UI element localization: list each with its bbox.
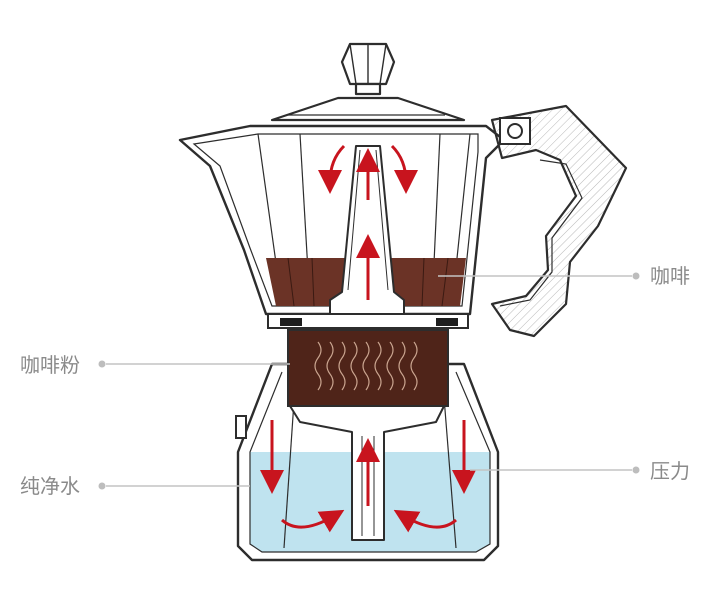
handle-hinge bbox=[499, 117, 531, 145]
leader-pressure-dot bbox=[632, 466, 640, 474]
label-coffee: 咖啡 bbox=[650, 264, 690, 288]
arrow-spill-left bbox=[318, 144, 346, 194]
leader-coffee-dot bbox=[632, 272, 640, 280]
arrow-swirl-right bbox=[393, 509, 457, 533]
gasket-ring bbox=[267, 313, 469, 329]
arrow-swirl-left bbox=[281, 509, 345, 533]
leader-water-dot bbox=[98, 482, 106, 490]
label-grounds: 咖啡粉 bbox=[20, 353, 80, 377]
flow-arrows bbox=[260, 144, 476, 533]
coffee-grounds bbox=[287, 329, 449, 407]
leader-grounds-dot bbox=[98, 360, 106, 368]
safety-valve bbox=[235, 415, 247, 439]
grounds-steam-lines bbox=[314, 341, 418, 391]
label-water: 纯净水 bbox=[20, 474, 80, 498]
brewed-coffee-facets bbox=[287, 257, 449, 307]
leader-lines bbox=[98, 272, 640, 490]
arrow-spill-right bbox=[390, 144, 418, 194]
lid bbox=[270, 42, 466, 122]
handle[interactable] bbox=[490, 104, 628, 338]
upper-chamber-inner bbox=[192, 133, 479, 307]
label-pressure: 压力 bbox=[650, 459, 690, 483]
